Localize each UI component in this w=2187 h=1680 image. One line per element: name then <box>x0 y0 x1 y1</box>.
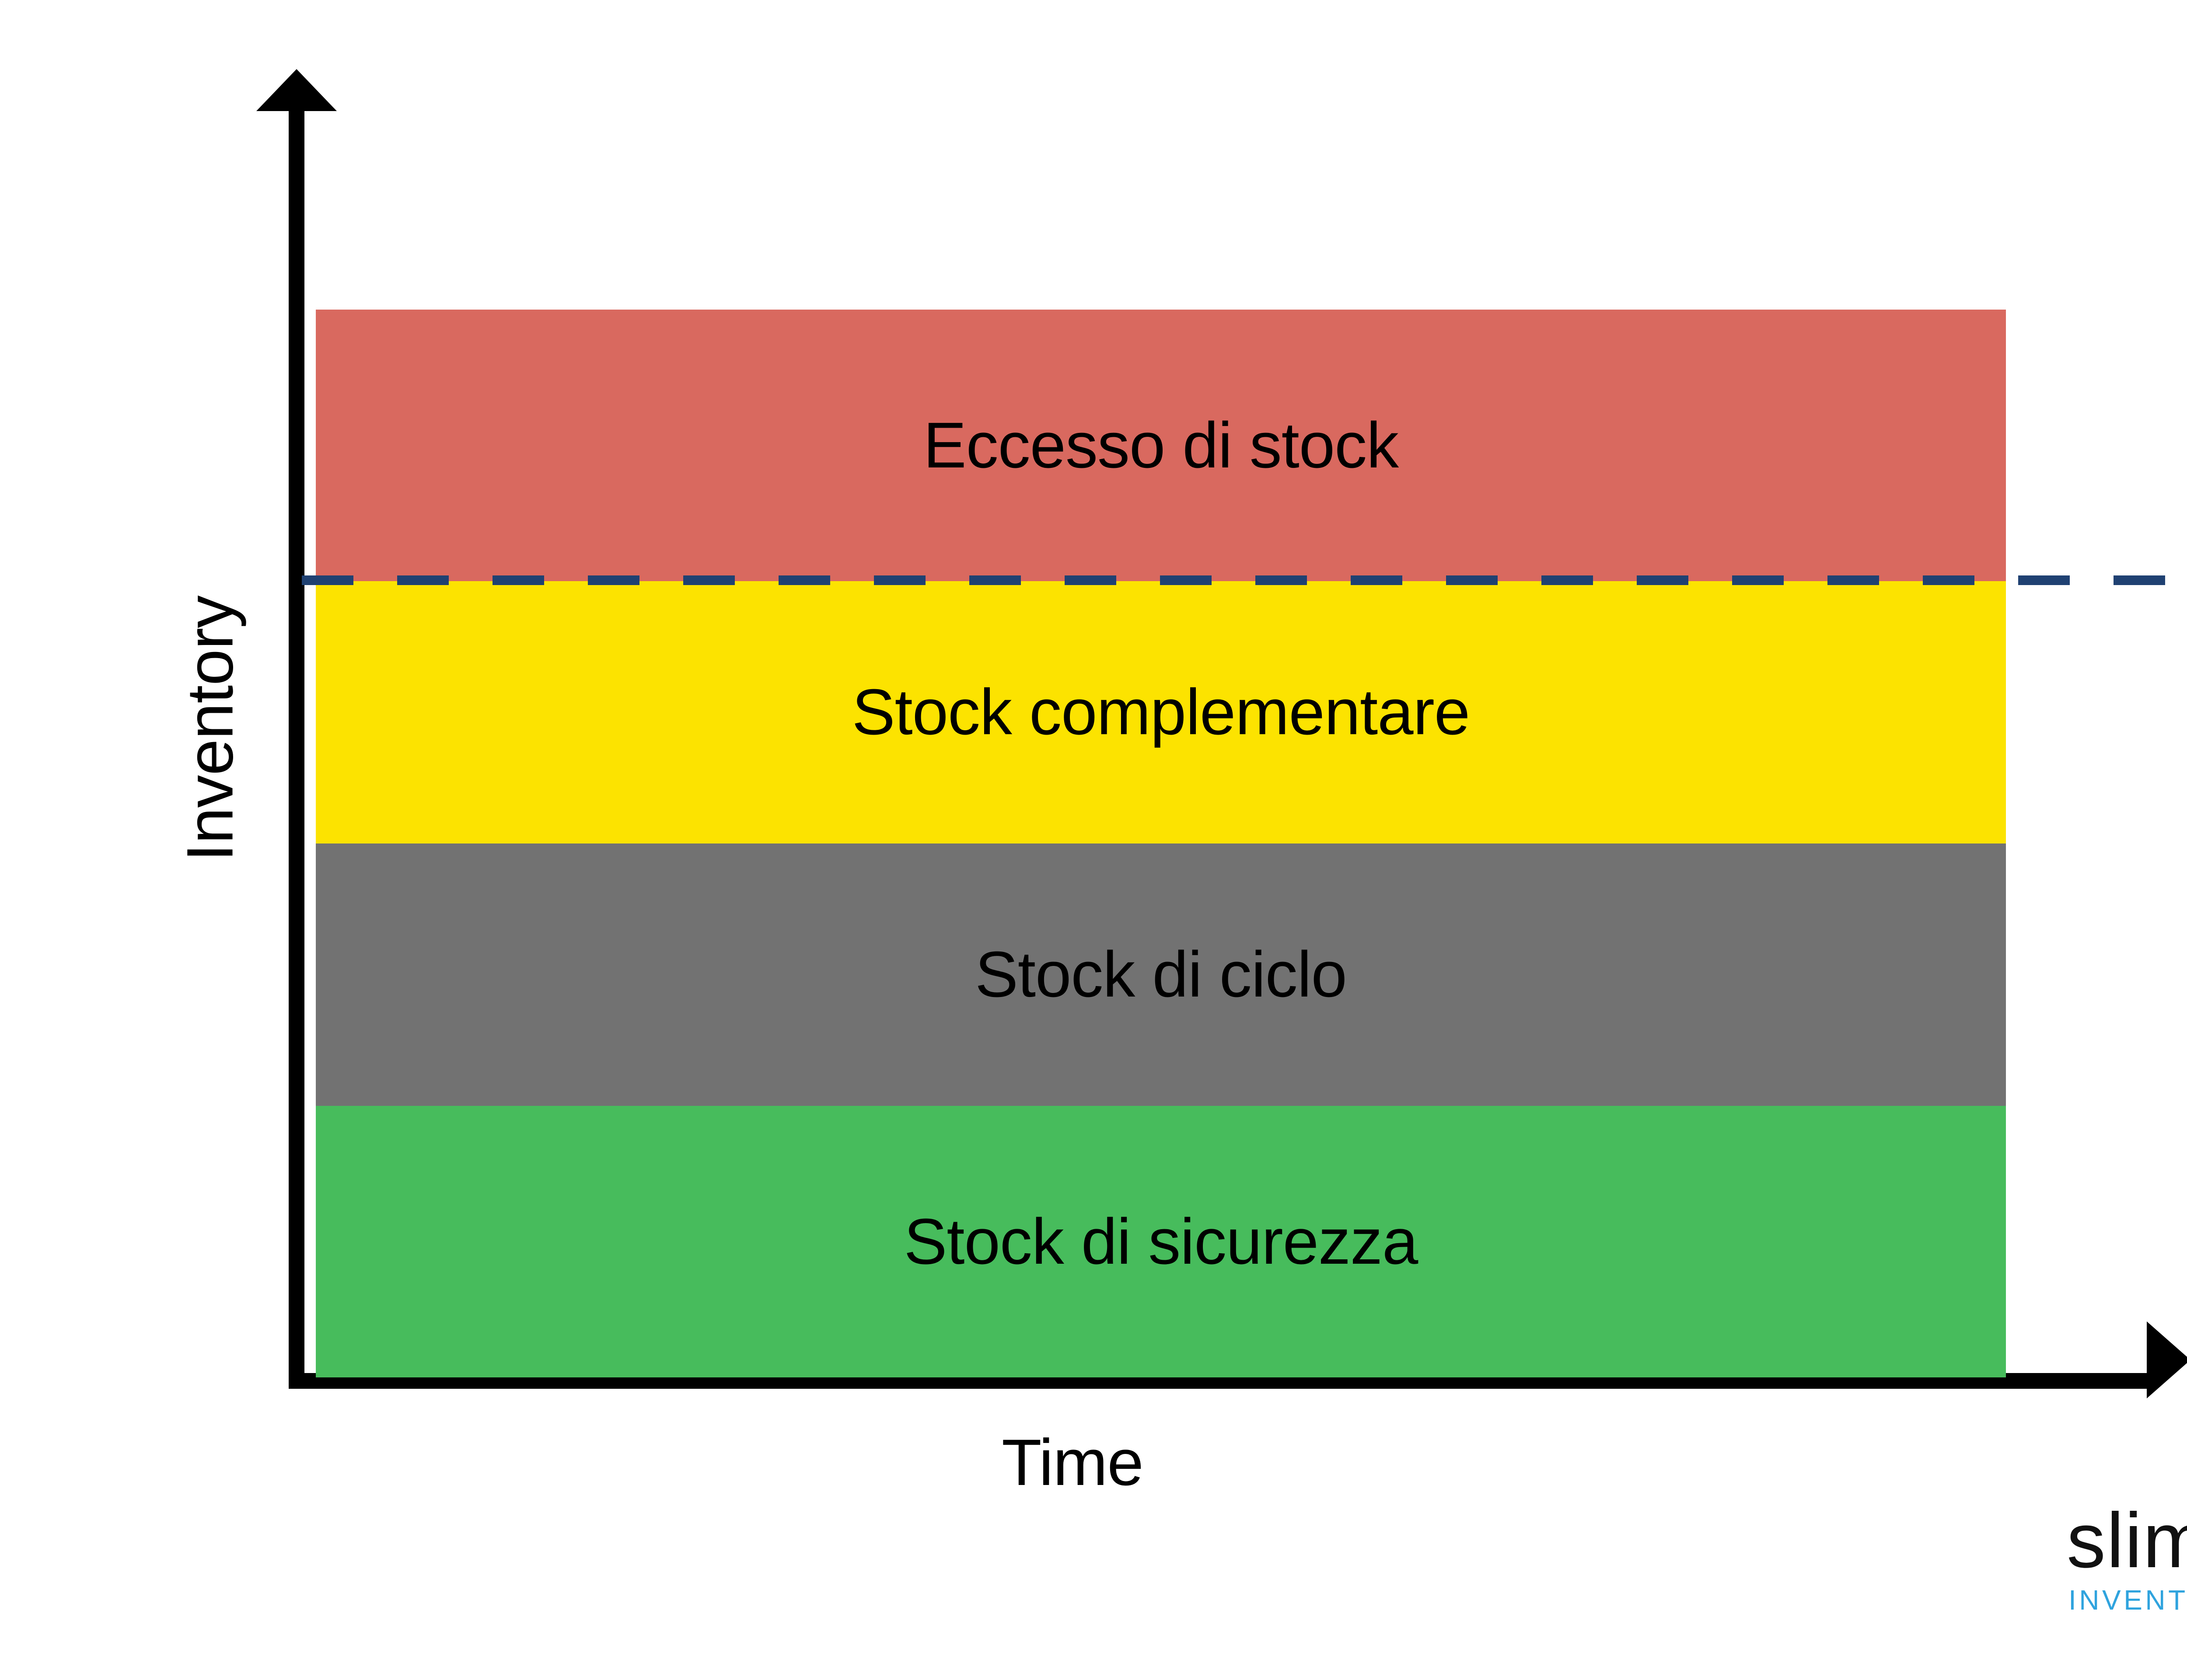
band-label: Stock di sicurezza <box>904 1205 1418 1278</box>
band-stock-complementare: Stock complementare <box>316 581 2006 843</box>
band-stock-di-ciclo: Stock di ciclo <box>316 843 2006 1106</box>
y-axis-line <box>289 101 304 1388</box>
slimstock-logo: slimstock INVENTORY OPTIMIZATION <box>2067 1482 2187 1666</box>
stacked-bands-group: Eccesso di stock Stock complementare Sto… <box>316 310 2006 1377</box>
logo-wordmark: slimstock <box>2067 1497 2187 1584</box>
logo-tagline: INVENTORY OPTIMIZATION <box>2068 1584 2187 1616</box>
band-label: Eccesso di stock <box>923 409 1399 481</box>
band-eccesso-di-stock: Eccesso di stock <box>316 310 2006 581</box>
band-label: Stock di ciclo <box>975 938 1347 1011</box>
arrow-up-icon <box>256 69 337 111</box>
x-axis-title: Time <box>1002 1426 1144 1499</box>
band-label: Stock complementare <box>852 676 1470 748</box>
band-stock-di-sicurezza: Stock di sicurezza <box>316 1106 2006 1377</box>
y-axis-title: Inventory <box>173 596 247 862</box>
excess-stock-threshold-line <box>302 575 2187 585</box>
arrow-right-icon <box>2147 1321 2187 1398</box>
